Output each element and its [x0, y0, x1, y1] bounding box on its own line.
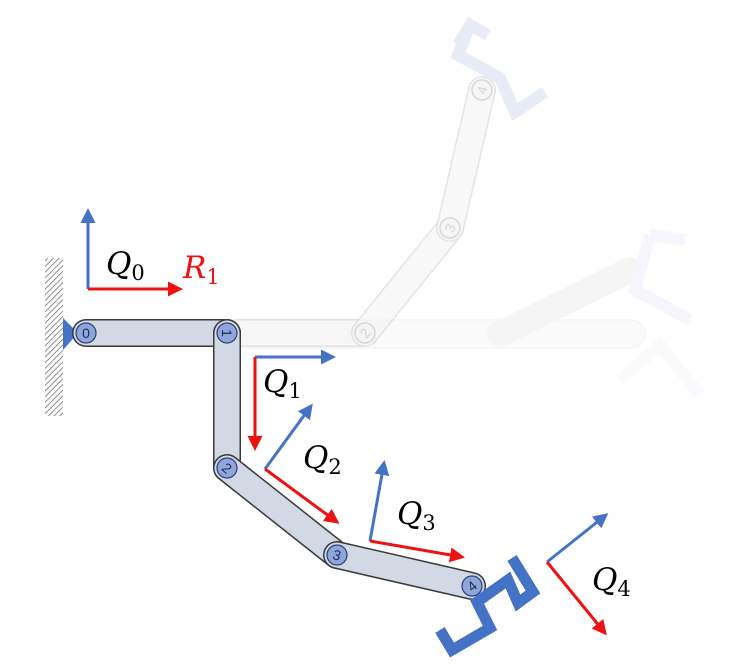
- Q0-label-sub: 0: [131, 261, 144, 285]
- Q1-label-sub: 1: [288, 379, 301, 403]
- Q1-label-base: Q: [263, 364, 288, 400]
- ghost-joint-2: [354, 322, 376, 344]
- main-arm: 0 1 2 3 4: [72, 319, 486, 600]
- joint-1: [216, 322, 238, 344]
- ghost-joint-4-label: 4: [473, 84, 491, 96]
- Q3-axis-red: [369, 539, 465, 563]
- Q2-label-sub: 2: [328, 455, 341, 479]
- frame-Q2-axes: [263, 403, 340, 524]
- joint-1-label: 1: [219, 329, 235, 337]
- Q4-label: Q4: [592, 562, 631, 601]
- joint-0-label: 0: [82, 325, 90, 341]
- joint-3-label: 3: [331, 546, 343, 564]
- joint-2: [216, 457, 238, 479]
- Q2-label: Q2: [303, 440, 342, 479]
- Q3-label-sub: 3: [422, 511, 435, 535]
- Q4-axis-blue: [546, 513, 609, 564]
- fixed-wall: [45, 258, 63, 416]
- joint-4: [461, 575, 483, 597]
- frame-Q4-axes: [545, 513, 609, 636]
- ghost-gripper-upper: [627, 229, 693, 326]
- Q1-label: Q1: [263, 364, 302, 403]
- ghost-link-3-4-fill: [437, 77, 495, 241]
- ghost-pose-vertical: 2 3 4: [223, 16, 549, 347]
- Q4-label-sub: 4: [617, 577, 630, 601]
- ghost-link-2-3-fill: [352, 215, 463, 346]
- Q3-label-base: Q: [397, 496, 422, 532]
- wall-mount: [63, 318, 78, 350]
- Q3-label: Q3: [397, 496, 436, 535]
- Q2-label-base: Q: [303, 440, 328, 476]
- ghost-gripper: [450, 16, 549, 121]
- ghost-joint-3: [439, 217, 461, 239]
- joint-3: [326, 544, 348, 566]
- R1-label-sub: 1: [206, 265, 219, 289]
- link-2-3: [214, 455, 350, 568]
- joint-0: [75, 322, 97, 344]
- gripper: [435, 555, 541, 658]
- link-3-4: [324, 542, 485, 599]
- R1-label: R1: [182, 250, 220, 289]
- ghost-gripper-lower: [616, 336, 705, 399]
- Q3-axis-blue: [368, 460, 390, 542]
- frame-Q1-axes: [247, 349, 336, 451]
- ghost-link-up: [487, 257, 643, 347]
- R1-label-base: R: [182, 250, 206, 286]
- Q4-axis-red: [545, 561, 607, 636]
- Q0-label: Q0: [106, 246, 145, 285]
- Q0-label-base: Q: [106, 246, 131, 282]
- Q2-axis-red: [264, 467, 340, 524]
- Q4-label-base: Q: [592, 562, 617, 598]
- ghost-pose-horizontal: [224, 229, 705, 399]
- frame-Q3-axes: [368, 460, 465, 563]
- Q2-axis-blue: [263, 403, 313, 470]
- ghost-joint-4: [471, 79, 493, 101]
